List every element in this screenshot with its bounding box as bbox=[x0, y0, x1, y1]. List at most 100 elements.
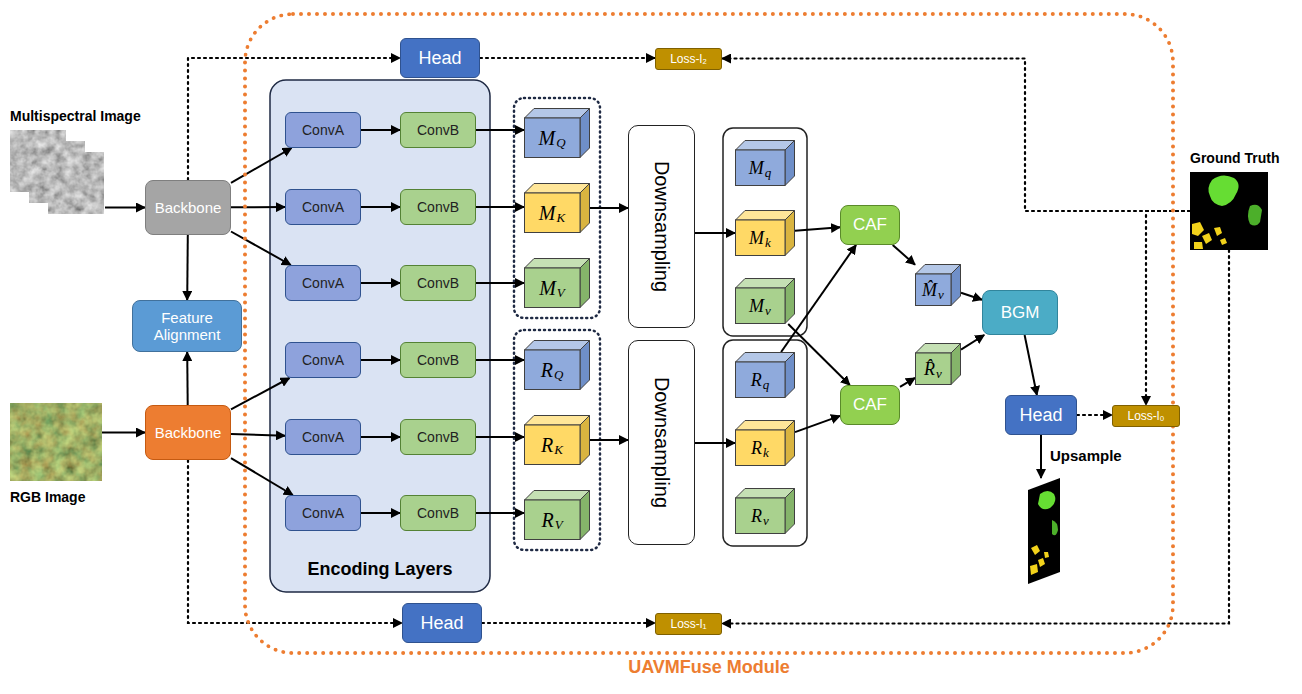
process-box: ConvA bbox=[285, 419, 361, 455]
feature-cube: Mq bbox=[735, 140, 795, 186]
feature-cube: Mk bbox=[735, 210, 795, 256]
flow-connector bbox=[781, 245, 856, 352]
flow-connector bbox=[476, 512, 524, 514]
node-text: R bbox=[751, 438, 762, 459]
process-box: ConvB bbox=[400, 419, 476, 455]
process-box: ConvB bbox=[400, 112, 476, 148]
node-text: q bbox=[765, 165, 772, 181]
node-text: Multispectral Image bbox=[10, 108, 141, 124]
node-text: R bbox=[751, 506, 762, 527]
node-text: Encoding Layers bbox=[307, 559, 452, 580]
node-text: Q bbox=[554, 367, 563, 383]
feature-cube: R̂v bbox=[915, 343, 961, 385]
flow-connector bbox=[795, 227, 840, 230]
loss-connector bbox=[1077, 414, 1112, 416]
flow-connector bbox=[361, 282, 400, 284]
flow-connector bbox=[476, 129, 524, 131]
flow-connector bbox=[231, 434, 285, 436]
node-text: R bbox=[541, 434, 553, 457]
loss-connector bbox=[188, 460, 402, 623]
output-mask bbox=[1028, 478, 1060, 584]
cube-shape bbox=[524, 490, 590, 540]
node-text: ConvB bbox=[417, 122, 459, 138]
node-text: v bbox=[936, 366, 942, 382]
cube-label: RK bbox=[524, 425, 580, 465]
node-text: ConvB bbox=[417, 429, 459, 445]
flow-connector bbox=[476, 436, 524, 438]
node-text: Head bbox=[1019, 405, 1062, 426]
cube-label: Rq bbox=[735, 362, 785, 398]
node-text: Head bbox=[418, 48, 461, 69]
node-text: Ground Truth bbox=[1190, 150, 1279, 166]
process-box: Head bbox=[1005, 395, 1077, 435]
flow-connector bbox=[186, 352, 189, 405]
cube-label: Rv bbox=[735, 498, 785, 534]
flow-connector bbox=[231, 378, 290, 409]
input-image: RGB Image bbox=[10, 403, 102, 481]
node-text: M bbox=[538, 127, 555, 150]
ground-truth-image: Ground Truth bbox=[1190, 172, 1268, 250]
node-text: R bbox=[751, 370, 762, 391]
node-text: Downsampling bbox=[650, 377, 673, 508]
node-text: ConvB bbox=[417, 199, 459, 215]
flow-connector bbox=[893, 245, 915, 265]
process-box: ConvA bbox=[285, 265, 361, 301]
downsampling-box: Downsampling bbox=[628, 340, 695, 545]
cube-label: Mk bbox=[735, 220, 785, 256]
flow-connector bbox=[361, 129, 400, 131]
module-region: UAVMFuse ModuleHeadLoss-l₂Encoding Layer… bbox=[243, 12, 1175, 655]
downsampling-box: Downsampling bbox=[628, 125, 695, 328]
encoding-panel: Encoding Layers ConvA ConvB ConvA ConvB ConvA… bbox=[270, 80, 490, 592]
node-text: V bbox=[557, 285, 565, 301]
node-text: Loss-l₁ bbox=[670, 617, 706, 631]
node-text: q bbox=[763, 377, 770, 393]
feature-cube: MQ bbox=[524, 108, 590, 158]
node-text: Loss-l₂ bbox=[670, 52, 707, 66]
node-text: K bbox=[554, 442, 563, 458]
flow-connector bbox=[361, 206, 400, 208]
feature-cube: M̂v bbox=[915, 264, 961, 306]
cube-label: Rk bbox=[735, 430, 785, 466]
flow-connector bbox=[231, 458, 293, 495]
feature-cube: RQ bbox=[524, 340, 590, 390]
cube-label: M̂v bbox=[915, 274, 951, 306]
node-text: v bbox=[763, 513, 769, 529]
node-text: M bbox=[749, 296, 764, 317]
flow-connector bbox=[788, 324, 850, 385]
feature-cube: Rq bbox=[735, 352, 795, 398]
flow-connector bbox=[102, 432, 145, 434]
node-text: ConvA bbox=[302, 122, 344, 138]
loss-connector bbox=[722, 250, 1229, 624]
feature-cube: Rk bbox=[735, 420, 795, 466]
flow-connector bbox=[231, 148, 292, 183]
flow-connector bbox=[476, 206, 524, 208]
process-box: ConvB bbox=[400, 189, 476, 225]
process-box: ConvA bbox=[285, 342, 361, 378]
node-text: V bbox=[555, 517, 563, 533]
encoding-panel-fill bbox=[270, 80, 490, 592]
process-box: ConvA bbox=[285, 189, 361, 225]
loss-connector bbox=[1146, 211, 1190, 405]
dotted-group bbox=[514, 98, 600, 318]
cube-shape bbox=[735, 210, 795, 256]
process-box: ConvB bbox=[400, 265, 476, 301]
cube-label: MQ bbox=[524, 118, 580, 158]
node-text: R bbox=[541, 359, 553, 382]
flow-connector bbox=[961, 335, 984, 350]
input-image: Multispectral Image bbox=[10, 130, 105, 215]
cube-label: Mv bbox=[735, 288, 785, 324]
node-text: M̂ bbox=[922, 280, 937, 301]
process-box: Feature Alignment bbox=[132, 300, 242, 352]
node-text: RGB Image bbox=[10, 489, 85, 505]
feature-cube: RV bbox=[524, 490, 590, 540]
node-text: Downsampling bbox=[650, 161, 673, 292]
flow-connector bbox=[961, 293, 982, 300]
flow-connector bbox=[231, 232, 291, 266]
solid-group bbox=[723, 340, 807, 546]
loss-connector bbox=[482, 622, 655, 624]
process-box: Backbone bbox=[145, 180, 231, 235]
node-text: ConvA bbox=[302, 352, 344, 368]
flow-connector bbox=[1025, 335, 1037, 395]
cube-shape bbox=[524, 258, 590, 308]
